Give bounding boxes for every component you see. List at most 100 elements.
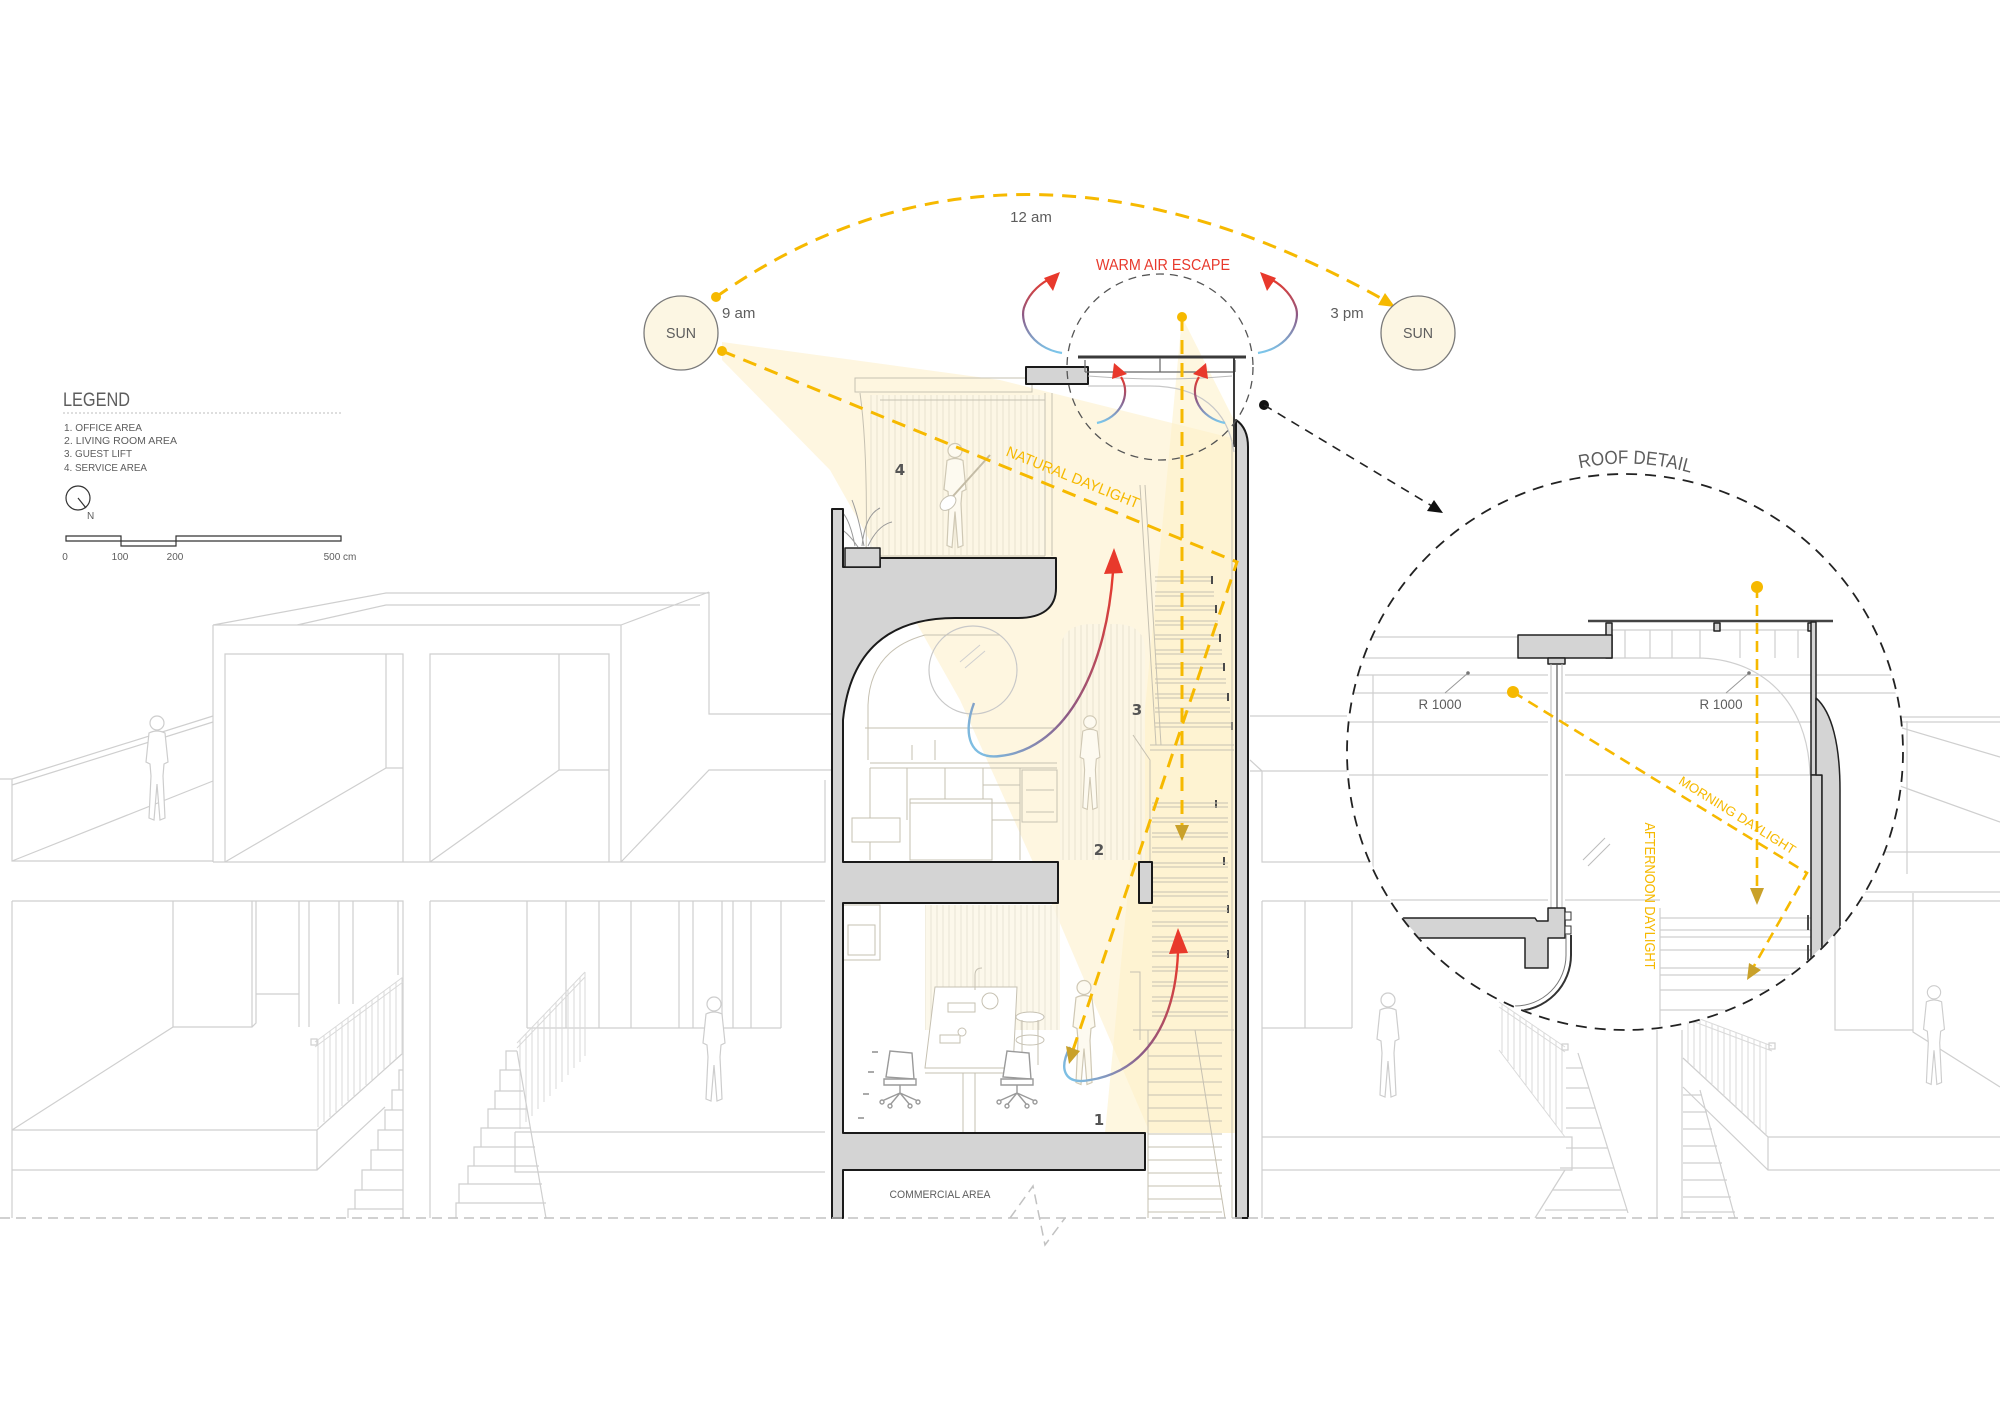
detail-wall-lower [1810, 774, 1823, 961]
desk-items [939, 967, 983, 1044]
daylight-arrowhead-icon [1066, 1046, 1080, 1064]
time-12am: 12 am [1010, 209, 1052, 226]
arrowhead-icon [1193, 363, 1208, 379]
warm-air-arrow-inner-right [1193, 376, 1226, 425]
radius-leader-lines [1444, 672, 1750, 694]
scale-tick-0: 0 [62, 552, 68, 563]
kitchen-counter [865, 727, 1058, 860]
person-figure-walking-right [1376, 992, 1400, 1098]
stair-column [1138, 861, 1153, 904]
detail-roof-post [1713, 622, 1721, 632]
compass-ring [65, 485, 91, 511]
service-area-canopy [854, 377, 1053, 557]
party-wall-columns [1656, 1030, 1683, 1218]
daylight-arrowhead-icon [1747, 963, 1761, 980]
radius-label-right: R 1000 [1700, 696, 1743, 712]
warm-air-arrow-living [967, 571, 1115, 758]
curved-ceiling [1088, 385, 1235, 453]
warm-air-flow [967, 272, 1298, 1083]
afternoon-source-dot [1751, 581, 1763, 593]
lower-box-a [11, 900, 404, 1218]
compass-north-label: N [87, 511, 94, 522]
legend-item-service: 4. SERVICE AREA [64, 462, 147, 474]
skylight-source-dot [1177, 312, 1187, 322]
floor-number-service: 4 [895, 461, 905, 479]
legend-title: LEGEND [63, 390, 130, 411]
office-chair-icon [879, 1050, 921, 1109]
scale-tick-100: 100 [112, 552, 129, 563]
arrowhead-icon [1044, 272, 1060, 291]
floor-number-office: 1 [1094, 1111, 1104, 1129]
mug-icon [957, 1027, 967, 1037]
kitchen-island [909, 798, 993, 861]
railing-b [516, 971, 586, 1129]
roof-detail-callout: R 1000 R 1000 MORNING DAYLIGHT AFTERNOON… [1259, 400, 1904, 1031]
railing-a [314, 976, 404, 1127]
sun-arc-arrowhead-icon [1378, 293, 1395, 307]
legend-item-office: 1. OFFICE AREA [64, 422, 142, 434]
stool-second [1015, 1034, 1045, 1046]
railing-d [1683, 1012, 1773, 1135]
radius-label-left: R 1000 [1419, 696, 1462, 712]
door-hinge [1564, 911, 1572, 921]
scale-bar: 0 100 200 500 cm [62, 535, 356, 563]
roof-detail-backdrop [1347, 474, 1903, 1030]
stairs-a [347, 1069, 403, 1218]
planter-plant-icon [837, 499, 893, 548]
break-line-symbol [1009, 1184, 1066, 1247]
arrowhead-icon [1260, 272, 1276, 291]
sun-morning-icon [643, 295, 719, 371]
legend: LEGEND 1. OFFICE AREA 2. LIVING ROOM ARE… [62, 390, 356, 563]
floor-lights [858, 1051, 878, 1119]
stairwell-arched-slat-wall [1060, 624, 1145, 860]
sun-arc-start-dot [711, 292, 721, 302]
detail-floor-slab [1401, 907, 1566, 969]
stairs-d [1683, 1089, 1736, 1219]
landing-railings [1130, 440, 1233, 1218]
north-compass-icon: N [65, 485, 94, 522]
daylight-source-dot [717, 346, 727, 356]
office-desk [924, 986, 1018, 1074]
office-shelf-tv [842, 904, 881, 961]
leader-dot [1747, 671, 1751, 675]
callout-pointer-line [1263, 404, 1433, 507]
arrowhead-icon [1169, 928, 1188, 954]
railing-post [1561, 1043, 1569, 1051]
bench [851, 817, 901, 843]
roof-parapet-block [1025, 366, 1089, 385]
stairs-b [455, 1050, 547, 1219]
detail-glass-frame [1550, 664, 1563, 908]
bottom-flight-treads [1147, 1029, 1226, 1219]
compass-needle [77, 497, 87, 509]
warm-air-arrow-outer-right [1257, 276, 1298, 355]
curved-door-inner [1514, 935, 1567, 1007]
natural-daylight-ray [721, 349, 1239, 1051]
railing-c [1498, 1001, 1566, 1138]
warm-air-escape-label: WARM AIR ESCAPE [1096, 257, 1230, 274]
arrowhead-icon [1112, 363, 1127, 379]
section-labels: WARM AIR ESCAPE 4 3 2 1 COMMERCIAL AREA [890, 257, 1231, 1201]
guitar-body [939, 495, 957, 511]
railing-post [1768, 1042, 1776, 1050]
time-9am: 9 am [722, 305, 755, 322]
building-section-cut [831, 355, 1249, 1219]
upper-flight-stringer [1139, 484, 1162, 746]
time-3pm: 3 pm [1330, 305, 1363, 322]
skylight-glass [1087, 375, 1233, 380]
legend-item-guest-lift: 3. GUEST LIFT [64, 448, 133, 460]
scale-tick-200: 200 [167, 552, 184, 563]
person-figure-photographer-right [1922, 985, 1946, 1086]
lower-box-b [429, 900, 825, 1218]
living-back-arch [867, 634, 1000, 760]
curved-door-outer [1514, 935, 1572, 1012]
r1000-ceiling-curve [1696, 657, 1811, 776]
sun-morning-label: SUN [666, 325, 696, 342]
desk-leg [962, 1072, 976, 1134]
skylight-glass-frame [1084, 358, 1236, 373]
context-buildings-left [0, 591, 836, 1219]
warm-air-arrow-inner-left [1096, 376, 1127, 425]
morning-daylight-ray [1512, 690, 1809, 967]
detail-mullion-head [1547, 657, 1566, 665]
roof-detail-title: ROOF DETAIL [1577, 448, 1695, 478]
stairs-c [1534, 1052, 1629, 1219]
